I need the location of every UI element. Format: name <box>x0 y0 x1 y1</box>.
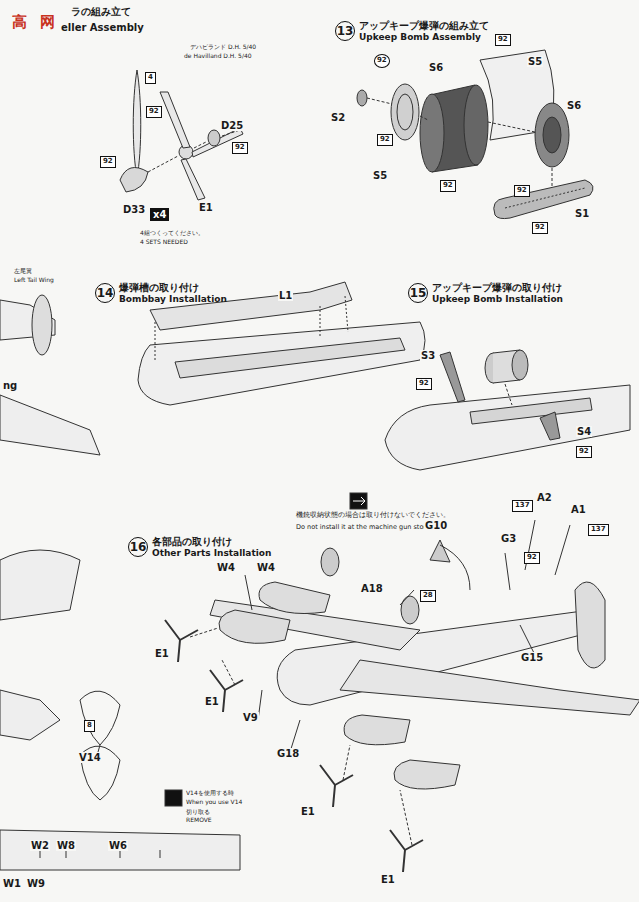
step-header: 16 各部品の取り付けOther Parts Installation <box>128 536 271 558</box>
part-label: A2 <box>536 492 553 503</box>
part-label: S3 <box>420 350 436 361</box>
part-label: W6 <box>108 840 128 851</box>
step-header: 13 アップキープ爆弾の組み立てUpkeep Bomb Assembly <box>335 20 489 42</box>
part-label: E1 <box>154 648 170 659</box>
part-label: S5 <box>372 170 388 181</box>
part-label: S1 <box>574 208 590 219</box>
part-label: W4 <box>256 562 276 573</box>
step-title: 爆弾槽の取り付け <box>119 282 227 294</box>
step-number: 13 <box>335 21 355 41</box>
part-label: ng <box>2 380 18 391</box>
note-text: Left Tail Wing <box>14 277 54 284</box>
note-text: V14を使用する時 <box>186 790 234 797</box>
paint-callout: 92 <box>495 34 511 46</box>
watermark: 高 <box>12 14 27 31</box>
paint-callout: 92 <box>524 552 540 564</box>
step-title: Bombbay Installation <box>119 294 227 304</box>
step-number: 15 <box>408 283 428 303</box>
note-text: デハビランド D.H. 5/40 <box>190 44 256 51</box>
step-number: 16 <box>128 537 148 557</box>
part-label: E1 <box>198 202 214 213</box>
note-text: 左尾翼 <box>14 268 32 275</box>
note-text: 機銃収納状態の場合は取り付けないでください。 <box>296 512 450 519</box>
part-label: S6 <box>428 62 444 73</box>
part-label: E1 <box>204 696 220 707</box>
part-label: D25 <box>220 120 244 131</box>
part-label: W1 <box>2 878 22 889</box>
paint-callout: 92 <box>377 134 393 146</box>
paint-callout: 137 <box>588 524 609 536</box>
paint-callout: 92 <box>514 185 530 197</box>
step-header: 15 アップキープ爆弾の取り付けUpkeep Bomb Installation <box>408 282 563 304</box>
part-label: G3 <box>500 533 517 544</box>
part-label: S2 <box>330 112 346 123</box>
watermark: 网 <box>40 14 55 31</box>
step-title: Upkeep Bomb Assembly <box>359 32 489 42</box>
part-label: W8 <box>56 840 76 851</box>
paint-callout: 92 <box>146 106 162 118</box>
paint-callout: 92 <box>100 156 116 168</box>
paint-callout: 92 <box>532 222 548 234</box>
paint-callout: 8 <box>84 720 95 732</box>
part-label: A18 <box>360 583 384 594</box>
step-title: Other Parts Installation <box>152 548 271 558</box>
note-text: Do not install it at the machine gun sto… <box>296 524 440 531</box>
part-label: A1 <box>570 504 587 515</box>
part-label: G15 <box>520 652 544 663</box>
part-label: V14 <box>78 752 102 763</box>
step-title: Upkeep Bomb Installation <box>432 294 563 304</box>
part-label: S6 <box>566 100 582 111</box>
part-label: L1 <box>278 290 293 301</box>
step-title: アップキープ爆弾の取り付け <box>432 282 563 294</box>
note-text: 4 SETS NEEDED <box>140 239 188 246</box>
part-label: ラの組み立て <box>70 6 132 17</box>
step-title: アップキープ爆弾の組み立て <box>359 20 489 32</box>
part-label: W9 <box>26 878 46 889</box>
step-header: 14 爆弾槽の取り付けBombbay Installation <box>95 282 227 304</box>
part-label: E1 <box>300 806 316 817</box>
note-text: de Havilland D.H. 5/40 <box>184 53 252 60</box>
paint-callout: 92 <box>416 378 432 390</box>
part-label: eller Assembly <box>60 22 145 33</box>
part-label: W4 <box>216 562 236 573</box>
paint-callout: 4 <box>145 72 156 84</box>
quantity-badge: x4 <box>150 208 169 221</box>
paint-callout: 92 <box>576 446 592 458</box>
part-label: G18 <box>276 748 300 759</box>
step-title: 各部品の取り付け <box>152 536 271 548</box>
note-text: REMOVE <box>186 817 212 824</box>
part-label: S4 <box>576 426 592 437</box>
step-number: 14 <box>95 283 115 303</box>
paint-callout: 92 <box>440 180 456 192</box>
part-label: V9 <box>242 712 259 723</box>
part-label: D33 <box>122 204 146 215</box>
paint-callout: 28 <box>420 590 436 602</box>
paint-callout: 92 <box>232 142 248 154</box>
paint-callout: 137 <box>512 500 533 512</box>
part-label: W2 <box>30 840 50 851</box>
part-label: S5 <box>527 56 543 67</box>
note-text: When you use V14 <box>186 799 242 806</box>
note-text: 4組つくってください。 <box>140 230 204 237</box>
note-text: 切り取る <box>186 809 210 816</box>
part-label: G10 <box>424 520 448 531</box>
part-label: E1 <box>380 874 396 885</box>
paint-callout: 92 <box>374 54 390 68</box>
